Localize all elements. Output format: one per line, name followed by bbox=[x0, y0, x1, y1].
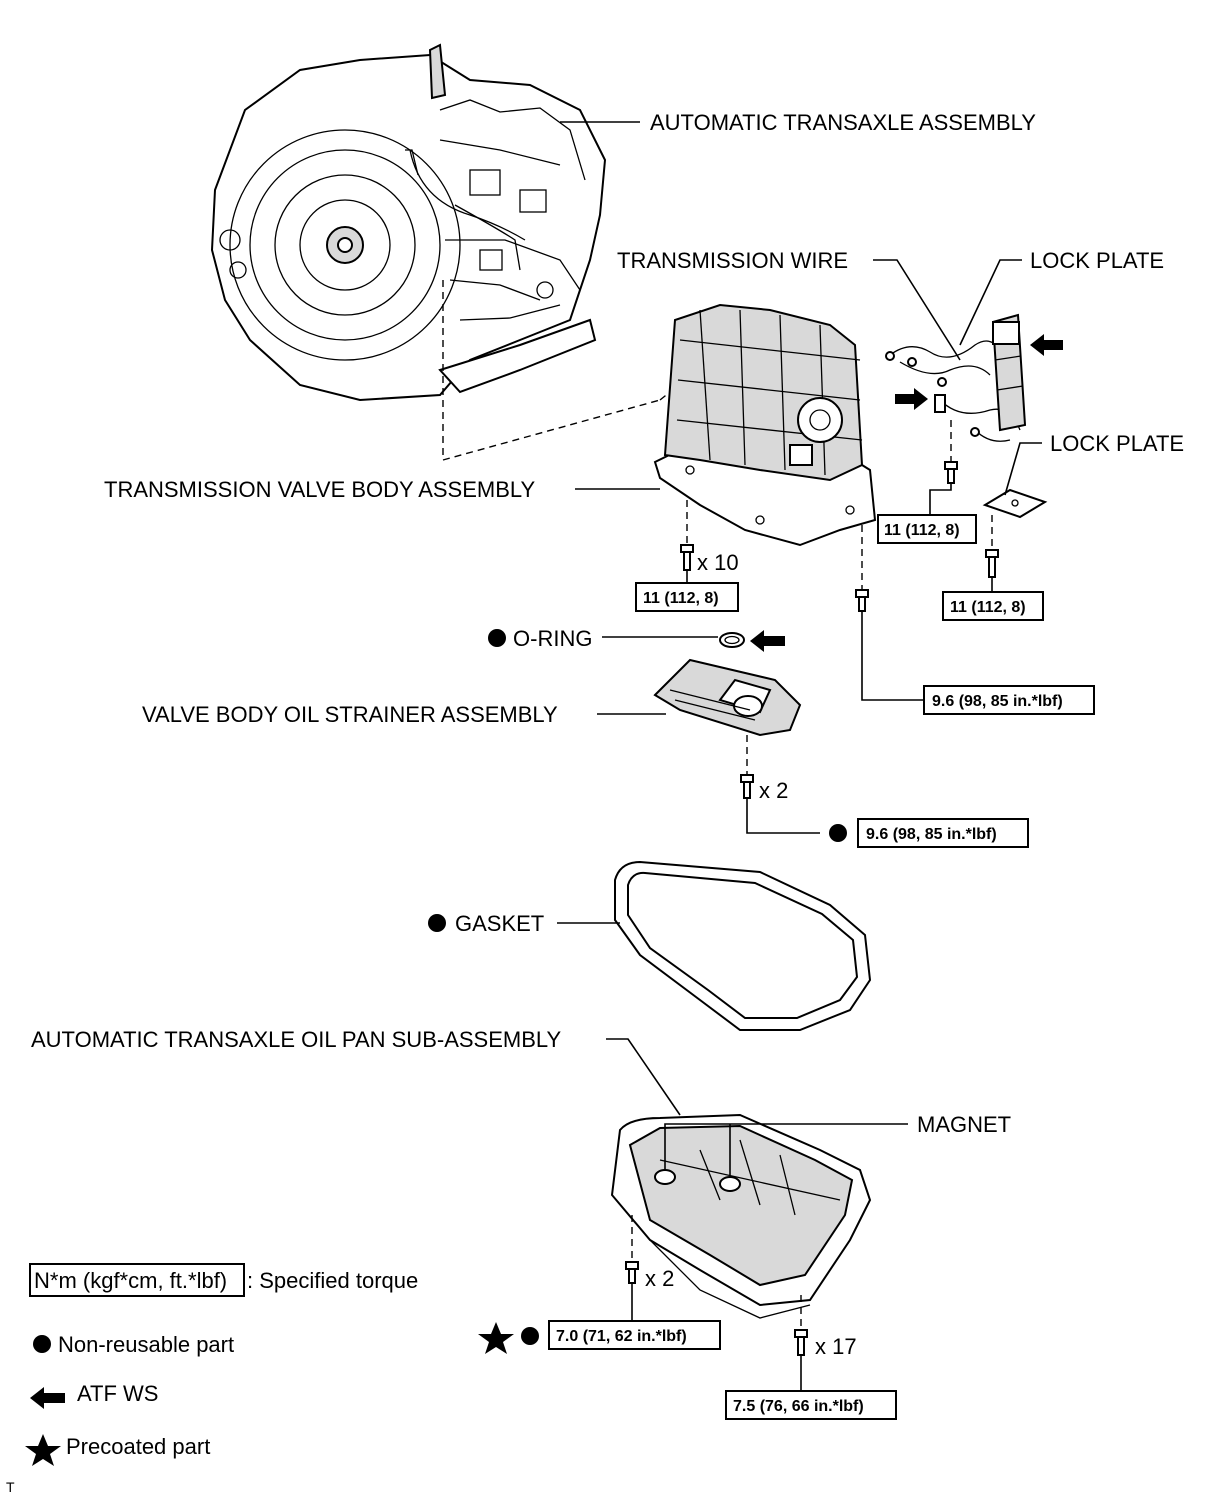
non-reusable-mark-icon bbox=[829, 824, 847, 842]
torque-valve-body-long-bolt: 9.6 (98, 85 in.*lbf) bbox=[932, 693, 1063, 710]
non-reusable-mark-icon bbox=[488, 629, 506, 647]
magnet-a bbox=[654, 1169, 676, 1185]
bolt-icon bbox=[855, 589, 869, 612]
count-strainer-bolts: x 2 bbox=[759, 778, 788, 803]
oil-pan-illustration bbox=[610, 1113, 872, 1319]
torque-box-valve-body bbox=[635, 582, 739, 612]
legend-torque-box-text: N*m (kgf*cm, ft.*lbf) bbox=[34, 1268, 227, 1293]
precoated-star-icon bbox=[478, 1322, 514, 1354]
label-magnet: MAGNET bbox=[917, 1112, 1011, 1137]
non-reusable-mark-icon bbox=[521, 1327, 539, 1345]
lock-plate-illustration bbox=[982, 488, 1048, 519]
legend-torque-box bbox=[29, 1263, 245, 1297]
transaxle-illustration bbox=[210, 43, 607, 402]
legend: N*m (kgf*cm, ft.*lbf) : Specified torque… bbox=[25, 1263, 418, 1466]
label-gasket: GASKET bbox=[455, 911, 544, 936]
torque-box-pan-precoated bbox=[548, 1320, 721, 1350]
non-reusable-mark-icon bbox=[33, 1335, 51, 1353]
torque-pan-bolts: 7.5 (76, 66 in.*lbf) bbox=[733, 1398, 864, 1415]
valve-body-illustration bbox=[653, 303, 877, 547]
legend-torque-desc: : Specified torque bbox=[247, 1268, 418, 1293]
bolt-icon bbox=[625, 1261, 639, 1284]
bolt-icon bbox=[985, 549, 999, 578]
footer-mark: T bbox=[6, 1479, 15, 1495]
torque-valve-body: 11 (112, 8) bbox=[643, 590, 719, 607]
precoated-star-icon bbox=[25, 1434, 61, 1466]
count-pan-precoated-bolts: x 2 bbox=[645, 1266, 674, 1291]
label-o-ring: O-RING bbox=[513, 626, 592, 651]
label-automatic-transaxle-assembly: AUTOMATIC TRANSAXLE ASSEMBLY bbox=[650, 110, 1036, 135]
bolt-icon bbox=[680, 544, 694, 571]
torque-lock-plate-bolt: 11 (112, 8) bbox=[950, 599, 1026, 616]
transmission-wire-illustration bbox=[885, 313, 1027, 442]
torque-pan-precoated-bolts: 7.0 (71, 62 in.*lbf) bbox=[556, 1328, 687, 1345]
count-pan-bolts: x 17 bbox=[815, 1334, 857, 1359]
bolt-icon bbox=[794, 1329, 808, 1356]
torque-box-pan bbox=[725, 1390, 897, 1420]
bolt-icon bbox=[944, 461, 958, 484]
bolt-icon bbox=[740, 774, 754, 799]
torque-box-lock-plate bbox=[942, 591, 1044, 621]
o-ring-illustration bbox=[719, 632, 745, 648]
label-transmission-wire: TRANSMISSION WIRE bbox=[617, 248, 848, 273]
magnet-b bbox=[719, 1176, 741, 1192]
atf-arrow-icon bbox=[30, 1387, 65, 1409]
atf-arrow-icon bbox=[895, 388, 928, 410]
label-lock-plate-2: LOCK PLATE bbox=[1050, 431, 1184, 456]
atf-arrow-icon bbox=[1030, 334, 1063, 356]
torque-box-wire bbox=[877, 514, 977, 544]
label-lock-plate-1: LOCK PLATE bbox=[1030, 248, 1164, 273]
torque-strainer-bolts: 9.6 (98, 85 in.*lbf) bbox=[866, 826, 997, 843]
label-automatic-transaxle-oil-pan-sub-assembly: AUTOMATIC TRANSAXLE OIL PAN SUB-ASSEMBLY bbox=[31, 1027, 561, 1052]
legend-non-reusable: Non-reusable part bbox=[58, 1332, 234, 1357]
label-valve-body-oil-strainer-assembly: VALVE BODY OIL STRAINER ASSEMBLY bbox=[142, 702, 558, 727]
legend-atf: ATF WS bbox=[77, 1381, 158, 1406]
torque-box-strainer bbox=[857, 818, 1029, 848]
torque-wire-bolt: 11 (112, 8) bbox=[884, 522, 960, 539]
label-transmission-valve-body-assembly: TRANSMISSION VALVE BODY ASSEMBLY bbox=[104, 477, 535, 502]
legend-precoated: Precoated part bbox=[66, 1434, 210, 1459]
non-reusable-mark-icon bbox=[428, 914, 446, 932]
oil-strainer-illustration bbox=[653, 658, 802, 737]
atf-arrow-icon bbox=[750, 630, 785, 652]
gasket-illustration bbox=[614, 860, 872, 1031]
torque-box-valve-body-long bbox=[923, 685, 1095, 715]
count-valve-body-bolts: x 10 bbox=[697, 550, 739, 575]
